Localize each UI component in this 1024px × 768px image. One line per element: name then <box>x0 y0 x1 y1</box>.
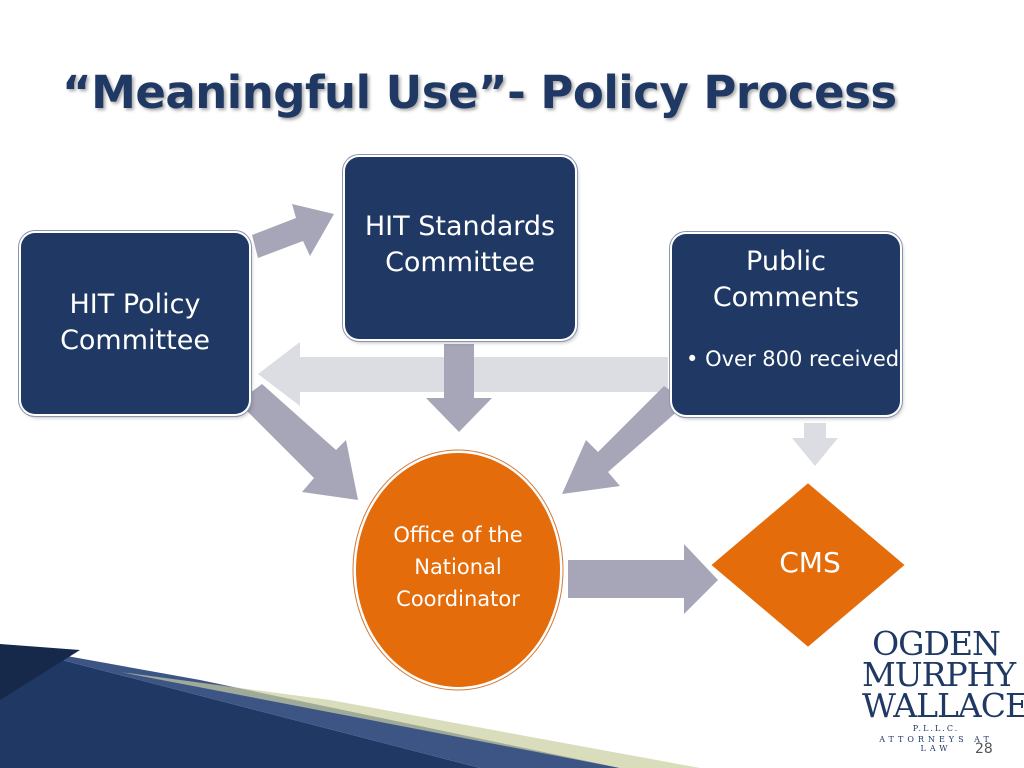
logo-line-1: OGDEN <box>872 624 1001 663</box>
arrow-comments-to-onc <box>562 386 688 494</box>
decorative-swoosh <box>0 644 700 768</box>
onc-ellipse-outline <box>352 449 564 691</box>
logo-line-2: MURPHY <box>862 655 1016 694</box>
arrow-standards-to-onc <box>426 344 492 432</box>
logo-tagline: ATTORNEYS AT LAW <box>879 735 993 753</box>
arrow-policy-to-standards <box>252 204 334 258</box>
cms-label: CMS <box>779 546 841 579</box>
hit-standards-committee-label: HIT Standards Committee <box>364 211 556 278</box>
hit-standards-committee-box: HIT Standards Committee <box>345 157 575 339</box>
hit-policy-committee-label: HIT Policy Committee <box>60 289 210 356</box>
slide-title: “Meaningful Use”- Policy Process <box>62 66 897 119</box>
cms-diamond <box>708 480 908 650</box>
hit-policy-committee-box: HIT Policy Committee <box>21 233 249 414</box>
page-number: 28 <box>975 741 993 757</box>
public-comments-bullet: • Over 800 received <box>686 347 900 371</box>
logo-suffix: P.L.L.C. <box>912 724 960 733</box>
arrow-comments-to-cms <box>792 423 838 466</box>
public-comments-heading: Public Comments <box>712 246 860 313</box>
arrow-onc-to-cms <box>568 544 718 614</box>
public-comments-box: Public Comments • Over 800 received <box>672 234 900 415</box>
logo-line-3: WALLACE <box>862 686 1024 725</box>
firm-logo: OGDEN MURPHY WALLACE P.L.L.C. ATTORNEYS … <box>862 624 1024 753</box>
onc-ellipse <box>354 451 562 689</box>
onc-label: Office of the National Coordinator <box>393 523 523 611</box>
arrow-policy-to-onc <box>238 384 358 500</box>
public-comments-bullet-text: Over 800 received <box>705 347 900 371</box>
